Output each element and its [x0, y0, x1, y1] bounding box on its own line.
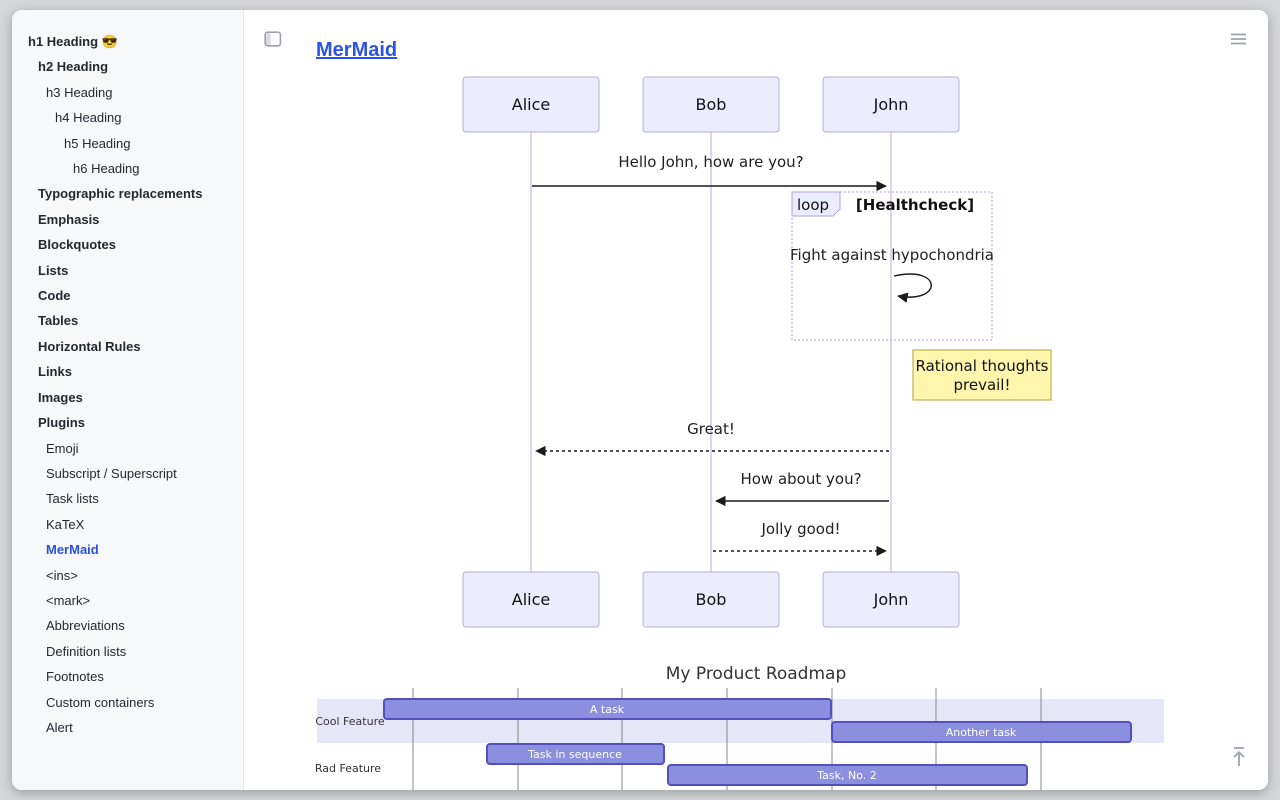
- actor-bob-top: Bob: [642, 76, 780, 133]
- toc-item-tables[interactable]: Tables: [38, 313, 79, 329]
- note-box: Rational thoughts prevail!: [912, 349, 1052, 401]
- svg-text:A task: A task: [590, 703, 625, 716]
- actor-john-bottom: John: [822, 571, 960, 628]
- gantt-section-label-cool-feature: Cool Feature: [315, 715, 384, 728]
- svg-text:Another task: Another task: [946, 726, 1017, 739]
- actor-bob-bottom: Bob: [642, 571, 780, 628]
- preview-pane: MerMaid Alice: [244, 10, 1268, 790]
- message-great-text: Great!: [687, 420, 735, 438]
- app-window: h1 Heading 😎 h2 Heading h3 Heading h4 He…: [12, 10, 1268, 790]
- actor-john-top: John: [822, 76, 960, 133]
- svg-text:Alice: Alice: [512, 590, 550, 609]
- toc-item-h1-heading[interactable]: h1 Heading 😎: [28, 34, 118, 49]
- toc-sidebar: h1 Heading 😎 h2 Heading h3 Heading h4 He…: [12, 10, 244, 790]
- toc-item-alert[interactable]: Alert: [46, 719, 73, 735]
- loop-frame: loop [Healthcheck] Fight against hypocho…: [790, 191, 994, 341]
- toc-item-h5-heading[interactable]: h5 Heading: [64, 135, 131, 151]
- svg-text:Task in sequence: Task in sequence: [527, 748, 622, 761]
- message-how-about-text: How about you?: [740, 470, 861, 488]
- gantt-section-label-rad-feature: Rad Feature: [315, 762, 381, 775]
- toc-item-subscript-superscript[interactable]: Subscript / Superscript: [46, 465, 177, 481]
- svg-text:John: John: [873, 590, 909, 609]
- toc-item-code[interactable]: Code: [38, 288, 71, 304]
- svg-text:Task, No. 2: Task, No. 2: [816, 769, 877, 782]
- message-hello-text: Hello John, how are you?: [618, 153, 803, 171]
- toc-item-ins[interactable]: <ins>: [46, 567, 78, 583]
- toc-item-blockquotes[interactable]: Blockquotes: [38, 237, 117, 253]
- svg-text:Bob: Bob: [696, 590, 727, 609]
- loop-self-message-text: Fight against hypochondria: [790, 246, 994, 264]
- hamburger-menu-icon[interactable]: [1230, 32, 1247, 46]
- gantt-task-a-task: A task: [383, 698, 832, 720]
- toc-item-h2-heading[interactable]: h2 Heading: [38, 59, 109, 75]
- toc-item-definition-lists[interactable]: Definition lists: [46, 643, 127, 659]
- svg-text:John: John: [873, 95, 909, 114]
- toc-item-abbreviations[interactable]: Abbreviations: [46, 618, 125, 634]
- toc-item-lists[interactable]: Lists: [38, 262, 69, 278]
- gantt-task-another-task: Another task: [831, 721, 1132, 743]
- toc-item-custom-containers[interactable]: Custom containers: [46, 694, 155, 710]
- loop-condition: [Healthcheck]: [856, 196, 974, 214]
- toc-item-emoji[interactable]: Emoji: [46, 440, 79, 456]
- toc-item-footnotes[interactable]: Footnotes: [46, 669, 104, 685]
- mermaid-diagram: Alice Bob John Hello John, how are you? …: [315, 76, 1164, 790]
- page-title-link[interactable]: MerMaid: [316, 39, 398, 62]
- toc-item-katex[interactable]: KaTeX: [46, 516, 85, 532]
- toc-item-h3-heading[interactable]: h3 Heading: [46, 84, 113, 100]
- toc-item-h4-heading[interactable]: h4 Heading: [55, 110, 122, 126]
- actor-alice-bottom: Alice: [462, 571, 600, 628]
- gantt-title: My Product Roadmap: [666, 664, 847, 684]
- self-loop-arrow: [893, 273, 932, 303]
- toc-item-links[interactable]: Links: [38, 364, 72, 380]
- gantt-task-no-2: Task, No. 2: [667, 764, 1028, 786]
- svg-text:Bob: Bob: [696, 95, 727, 114]
- toc-item-task-lists[interactable]: Task lists: [46, 491, 99, 507]
- toc-item-horizontal-rules[interactable]: Horizontal Rules: [38, 338, 141, 354]
- toc-item-plugins[interactable]: Plugins: [38, 415, 85, 431]
- toc-item-typographic-replacements[interactable]: Typographic replacements: [38, 186, 203, 202]
- toc-list: h1 Heading 😎 h2 Heading h3 Heading h4 He…: [12, 10, 243, 740]
- svg-text:Rational thoughts: Rational thoughts: [916, 357, 1049, 375]
- message-jolly-text: Jolly good!: [761, 520, 841, 538]
- svg-text:prevail!: prevail!: [953, 376, 1010, 394]
- toc-item-h6-heading[interactable]: h6 Heading: [73, 161, 140, 177]
- svg-text:Alice: Alice: [512, 95, 550, 114]
- toc-item-mark[interactable]: <mark>: [46, 592, 91, 608]
- actor-alice-top: Alice: [462, 76, 600, 133]
- gantt-task-in-sequence: Task in sequence: [486, 743, 665, 765]
- toc-item-images[interactable]: Images: [38, 389, 83, 405]
- scroll-to-top-icon[interactable]: [1230, 746, 1248, 768]
- toc-item-emphasis[interactable]: Emphasis: [38, 211, 100, 227]
- loop-label: loop: [797, 196, 829, 214]
- toc-item-mermaid-active[interactable]: MerMaid: [46, 542, 99, 558]
- sidebar-toggle-icon[interactable]: [264, 30, 282, 48]
